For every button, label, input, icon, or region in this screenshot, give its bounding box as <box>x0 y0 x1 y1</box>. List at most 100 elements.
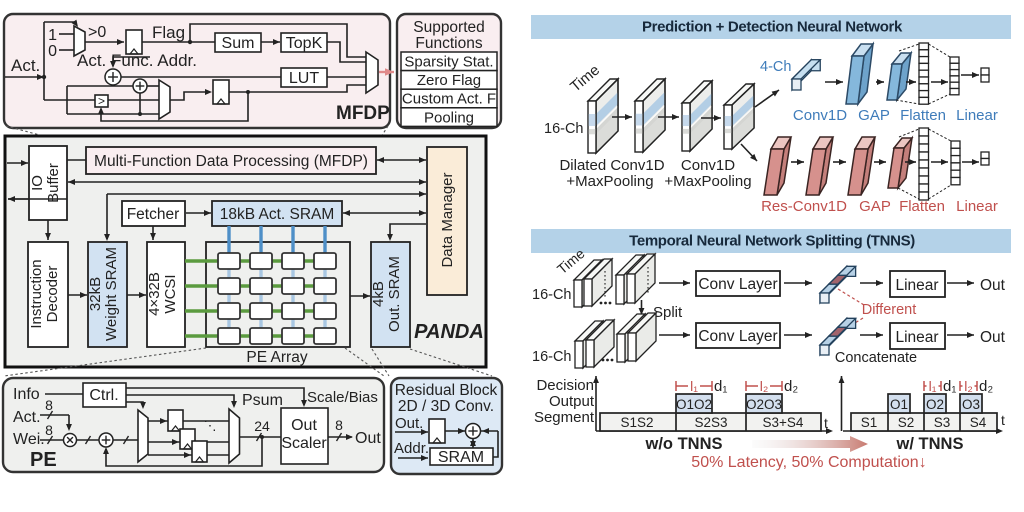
svg-text:Conv Layer: Conv Layer <box>698 328 777 345</box>
svg-text:Scale/Bias: Scale/Bias <box>307 389 378 406</box>
svg-text:Flag: Flag <box>152 23 185 42</box>
svg-text:Info: Info <box>13 386 40 403</box>
svg-text:24: 24 <box>254 418 270 434</box>
svg-text:l₁: l₁ <box>690 378 698 394</box>
svg-text:S1S2: S1S2 <box>620 415 653 430</box>
svg-text:Supported: Supported <box>413 19 485 36</box>
svg-text:IO: IO <box>29 175 46 191</box>
svg-text:0: 0 <box>48 43 57 60</box>
svg-text:4-Ch: 4-Ch <box>760 59 791 75</box>
svg-text:l₂: l₂ <box>760 378 769 394</box>
svg-text:Functions: Functions <box>415 35 482 52</box>
svg-text:Conv1D: Conv1D <box>793 107 847 124</box>
svg-text:Out: Out <box>355 430 381 447</box>
svg-text:S2S3: S2S3 <box>694 415 727 430</box>
svg-text:16-Ch: 16-Ch <box>532 349 572 365</box>
svg-text:MFDP: MFDP <box>336 103 390 124</box>
svg-text:O2: O2 <box>926 397 944 412</box>
svg-text:Linear: Linear <box>895 329 938 346</box>
svg-text:O1O2: O1O2 <box>676 397 712 412</box>
svg-text:d₂: d₂ <box>784 378 798 395</box>
svg-text:d₁: d₁ <box>714 378 727 395</box>
svg-text:SRAM: SRAM <box>438 449 484 466</box>
svg-text:Psum: Psum <box>242 392 283 409</box>
svg-text:O1: O1 <box>890 397 908 412</box>
svg-text:Sum: Sum <box>222 35 255 52</box>
svg-text:32kB: 32kB <box>87 277 104 311</box>
svg-text:w/ TNNS: w/ TNNS <box>896 435 964 453</box>
svg-text:Out: Out <box>980 277 1006 294</box>
svg-text:S3: S3 <box>934 415 951 430</box>
svg-text:⋱: ⋱ <box>204 418 217 433</box>
svg-text:Act.: Act. <box>11 56 40 75</box>
svg-text:Scaler: Scaler <box>281 435 327 452</box>
svg-text:Conv Layer: Conv Layer <box>698 276 777 293</box>
svg-text:Act. Func. Addr.: Act. Func. Addr. <box>77 51 197 70</box>
svg-text:8: 8 <box>45 422 53 438</box>
svg-text:Res-Conv1D: Res-Conv1D <box>761 198 847 215</box>
svg-text:GAP: GAP <box>859 198 891 215</box>
svg-text:16-Ch: 16-Ch <box>532 287 572 303</box>
svg-text:>0: >0 <box>88 24 106 41</box>
svg-text:w/o TNNS: w/o TNNS <box>645 435 723 453</box>
svg-text:18kB Act. SRAM: 18kB Act. SRAM <box>220 206 335 223</box>
svg-text:Split: Split <box>653 304 683 321</box>
svg-text:Multi-Function Data Processing: Multi-Function Data Processing (MFDP) <box>94 153 368 170</box>
svg-text:Concatenate: Concatenate <box>835 350 917 366</box>
svg-text:Buffer: Buffer <box>45 163 62 203</box>
svg-text:Weight SRAM: Weight SRAM <box>103 247 120 341</box>
svg-text:GAP: GAP <box>858 107 890 124</box>
svg-text:4kB: 4kB <box>370 281 387 307</box>
svg-text:Out. SRAM: Out. SRAM <box>386 256 403 332</box>
svg-text:Out.: Out. <box>395 415 423 432</box>
svg-text:Wei.: Wei. <box>13 431 45 448</box>
svg-text:TopK: TopK <box>286 35 323 52</box>
svg-text:16-Ch: 16-Ch <box>544 121 584 137</box>
svg-text:50% Latency, 50% Computation↓: 50% Latency, 50% Computation↓ <box>691 454 926 471</box>
svg-text:PE Array: PE Array <box>246 349 307 366</box>
svg-text:Linear: Linear <box>956 107 998 124</box>
svg-text:+MaxPooling: +MaxPooling <box>566 173 653 190</box>
svg-text:S2: S2 <box>898 415 915 430</box>
svg-text:Residual Block: Residual Block <box>395 382 498 399</box>
svg-text:+MaxPooling: +MaxPooling <box>664 173 751 190</box>
svg-text:Fetcher: Fetcher <box>127 206 180 223</box>
svg-text:Linear: Linear <box>956 198 998 215</box>
svg-text:t: t <box>824 415 828 431</box>
svg-text:S3+S4: S3+S4 <box>763 415 804 430</box>
svg-text:PE: PE <box>30 449 57 471</box>
svg-text:LUT: LUT <box>289 70 319 87</box>
svg-text:Output: Output <box>549 393 595 410</box>
svg-text:Temporal Neural Network Splitt: Temporal Neural Network Splitting (TNNS) <box>629 233 915 250</box>
svg-text:O3: O3 <box>962 397 980 412</box>
svg-text:Sparsity Stat.: Sparsity Stat. <box>404 54 493 71</box>
svg-text:8: 8 <box>335 417 343 433</box>
svg-text:Ctrl.: Ctrl. <box>89 387 118 404</box>
svg-text:Flatten: Flatten <box>899 198 945 215</box>
svg-text:Data Manager: Data Manager <box>439 172 456 267</box>
svg-text:Out: Out <box>291 417 317 434</box>
svg-text:2D / 3D Conv.: 2D / 3D Conv. <box>398 398 494 415</box>
svg-text:Different: Different <box>862 302 917 318</box>
svg-text:d₁: d₁ <box>943 378 956 395</box>
svg-text:Decision: Decision <box>536 377 594 394</box>
svg-text:PANDA: PANDA <box>414 321 484 343</box>
svg-text:l₂: l₂ <box>964 378 973 394</box>
svg-text:Act.: Act. <box>13 409 41 426</box>
svg-text:8: 8 <box>45 397 53 413</box>
svg-text:Decoder: Decoder <box>44 266 61 323</box>
svg-text:>: > <box>98 94 105 108</box>
svg-text:4×32B: 4×32B <box>146 272 163 316</box>
svg-text:Addr.: Addr. <box>394 440 429 457</box>
svg-text:Segment: Segment <box>534 409 595 426</box>
svg-text:1: 1 <box>48 27 57 44</box>
svg-text:t: t <box>1001 412 1005 428</box>
svg-text:Prediction + Detection Neural: Prediction + Detection Neural Network <box>642 19 903 36</box>
svg-text:Dilated Conv1D: Dilated Conv1D <box>559 157 664 174</box>
svg-text:Custom Act. F: Custom Act. F <box>402 91 496 108</box>
svg-text:Linear: Linear <box>895 277 938 294</box>
svg-text:Instruction: Instruction <box>28 259 45 328</box>
svg-text:l₁: l₁ <box>929 378 937 394</box>
svg-text:d₂: d₂ <box>979 378 993 395</box>
svg-text:Conv1D: Conv1D <box>681 157 735 174</box>
